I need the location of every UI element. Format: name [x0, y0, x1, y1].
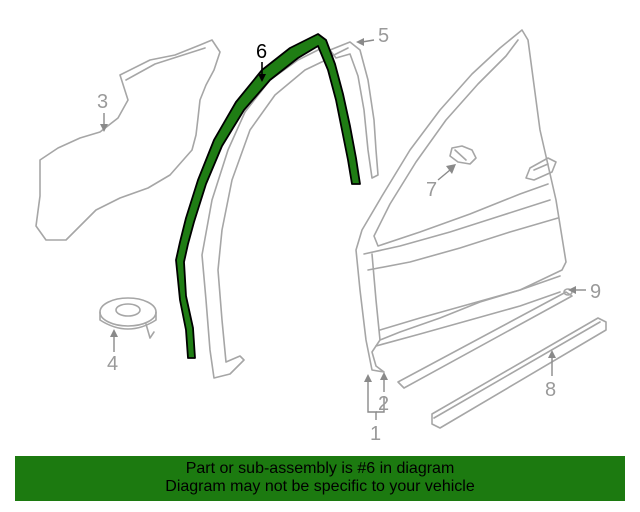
part-3-water-shield	[35, 39, 221, 241]
part-9-belt-molding	[397, 288, 573, 389]
callout-2: 2	[378, 393, 389, 415]
callout-1: 1	[370, 423, 381, 445]
callout-8: 8	[545, 379, 556, 401]
part-5-sash-channel	[329, 41, 379, 179]
front-door-shell	[355, 29, 567, 373]
callout-7: 7	[426, 179, 437, 201]
part-8-side-molding	[431, 317, 607, 429]
callout-9: 9	[590, 281, 601, 303]
parts-diagram: 3 4 5 6 7 8 9 2 1	[35, 25, 607, 445]
diagram-notice-banner: Part or sub-assembly is #6 in diagram Di…	[15, 456, 625, 501]
part-4-grommet	[99, 297, 157, 339]
callout-5: 5	[378, 25, 389, 47]
leader-lines	[100, 38, 586, 420]
door-frame-seal	[201, 47, 331, 379]
part-7-mirror-bracket	[449, 145, 477, 165]
banner-line-2: Diagram may not be specific to your vehi…	[165, 478, 475, 495]
callout-6: 6	[256, 41, 267, 63]
callout-4: 4	[107, 353, 118, 375]
door-handle	[525, 157, 557, 181]
callout-3: 3	[97, 91, 108, 113]
part-6-leader	[258, 62, 266, 82]
part-6-weatherstrip[interactable]	[175, 33, 361, 359]
banner-line-1: Part or sub-assembly is #6 in diagram	[185, 460, 455, 477]
